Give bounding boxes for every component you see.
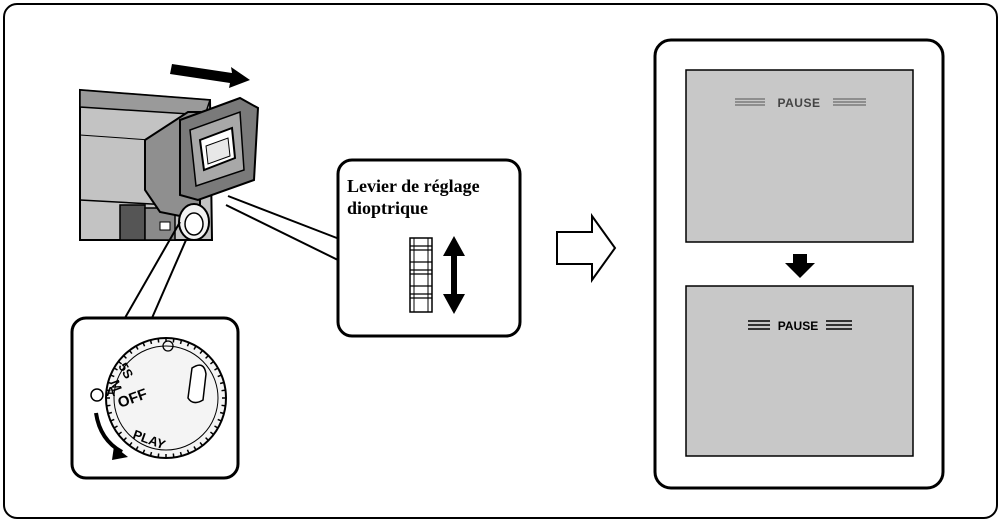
dial-tick xyxy=(221,404,226,407)
dial-tick xyxy=(205,437,209,441)
dial-tick xyxy=(117,431,123,436)
dial-tick xyxy=(113,367,118,371)
dial-tick xyxy=(219,411,225,415)
dial-tick xyxy=(199,349,204,355)
diopter-lever-label: Levier de réglage dioptrique xyxy=(347,176,480,218)
dial-tick xyxy=(123,437,127,441)
diopter-callout xyxy=(336,158,522,338)
outline-arrow-right-icon xyxy=(556,212,617,284)
diopter-lever xyxy=(409,237,433,313)
dial-tick xyxy=(149,339,153,345)
dial-tick xyxy=(142,449,146,454)
curved-arrow-icon xyxy=(94,412,128,460)
dial-tick xyxy=(179,339,183,345)
dial-tick xyxy=(179,451,183,457)
dial-tick xyxy=(214,425,219,429)
viewfinder-screen-blurry: PAUSE xyxy=(685,69,914,243)
pause-text-sharp: PAUSE xyxy=(778,319,818,333)
dial-tick xyxy=(186,449,190,454)
dial-tick xyxy=(135,345,139,350)
dial-tick xyxy=(107,411,113,415)
dial-tick xyxy=(106,404,111,407)
arrow-down-icon xyxy=(785,254,815,278)
eyepiece xyxy=(144,96,260,241)
dial-tick xyxy=(205,355,209,359)
dial-tick xyxy=(110,374,115,378)
dial-tick xyxy=(209,431,215,436)
dial-tick xyxy=(117,360,123,365)
dial-tick xyxy=(199,441,204,447)
inset-leader-lines xyxy=(117,221,187,331)
dial-tick xyxy=(149,451,153,457)
dial-tick xyxy=(128,349,133,355)
dial-label-5s: 5S xyxy=(115,360,136,382)
dial-tick xyxy=(157,338,160,343)
viewfinder-screen-sharp: PAUSE xyxy=(685,285,914,457)
dial-tick xyxy=(128,441,133,447)
mode-dial-inset: 5S M A OFF PLAY xyxy=(70,316,240,480)
dial-tick xyxy=(214,367,219,371)
dial-tick xyxy=(209,360,215,365)
dial-tick xyxy=(221,389,226,392)
dial-tick xyxy=(123,355,127,359)
dial-tick xyxy=(193,345,197,350)
dial-tick xyxy=(110,418,115,422)
dial-tick xyxy=(157,453,160,458)
indicator-dot xyxy=(90,388,104,402)
dial-tick xyxy=(193,446,197,451)
callout-leader-lines xyxy=(225,195,343,263)
dial-tick xyxy=(106,389,111,392)
arrow-right-icon xyxy=(170,64,250,88)
dial-tick xyxy=(172,453,175,458)
dial-label-a: A xyxy=(106,384,116,399)
dial-tick xyxy=(107,381,113,385)
dial-tick xyxy=(113,425,118,429)
viewfinder-panel: PAUSE PAUSE xyxy=(653,38,945,490)
dial-tick xyxy=(172,338,175,343)
dial-tick xyxy=(217,418,222,422)
dial-label-m: M xyxy=(107,378,125,393)
dial-tick xyxy=(135,446,139,451)
double-arrow-vertical-icon xyxy=(443,236,465,314)
dial-tick xyxy=(219,381,225,385)
dial-tick xyxy=(217,374,222,378)
dial-tick xyxy=(186,342,190,347)
dial-tick xyxy=(142,342,146,347)
pause-text-blurry: PAUSE xyxy=(778,96,821,110)
